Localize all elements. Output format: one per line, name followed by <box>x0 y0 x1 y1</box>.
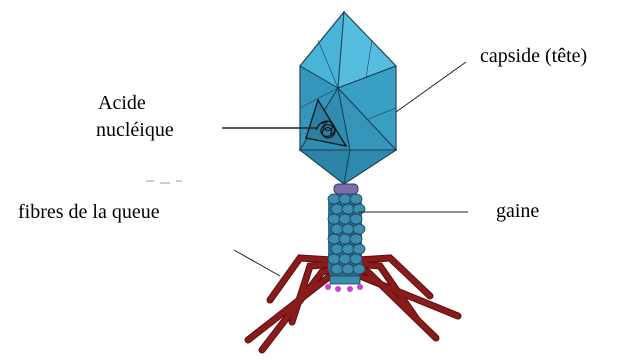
sheath-segment <box>328 254 340 264</box>
tail-fibers-leader-line <box>234 250 280 276</box>
sheath-segment <box>342 264 354 274</box>
sheath-segment <box>350 234 362 244</box>
nucleic-acid-label-line2: nucléique <box>96 118 174 142</box>
sheath-segment <box>342 224 354 234</box>
capsid-leader-line <box>396 62 466 112</box>
capsid <box>300 12 396 184</box>
sheath-segment <box>353 244 365 254</box>
sheath-segment <box>331 224 343 234</box>
capsid-label: capside (tête) <box>480 44 587 68</box>
sheath-segment <box>339 194 351 204</box>
nucleic-acid-label-line1: Acide <box>98 91 146 115</box>
sheath-segment <box>331 204 343 214</box>
collar <box>334 184 358 194</box>
tail-sheath <box>328 194 365 278</box>
tail-fibers-label: fibres de la queue <box>18 200 160 224</box>
sheath-label: gaine <box>496 199 539 223</box>
sheath-segment <box>350 254 362 264</box>
scan-artifacts <box>146 180 182 184</box>
sheath-segment <box>328 214 340 224</box>
sheath-segment <box>331 264 343 274</box>
sheath-segment <box>353 224 365 234</box>
sheath-segment <box>339 254 351 264</box>
sheath-segment <box>339 214 351 224</box>
sheath-segment <box>328 234 340 244</box>
sheath-segment <box>350 214 362 224</box>
sheath-segment <box>339 234 351 244</box>
sheath-segment <box>342 204 354 214</box>
sheath-segment <box>350 194 362 204</box>
sheath-segment <box>353 264 365 274</box>
sheath-segment <box>331 244 343 254</box>
sheath-segment <box>342 244 354 254</box>
sheath-segment <box>328 194 340 204</box>
base-plate <box>325 276 363 292</box>
